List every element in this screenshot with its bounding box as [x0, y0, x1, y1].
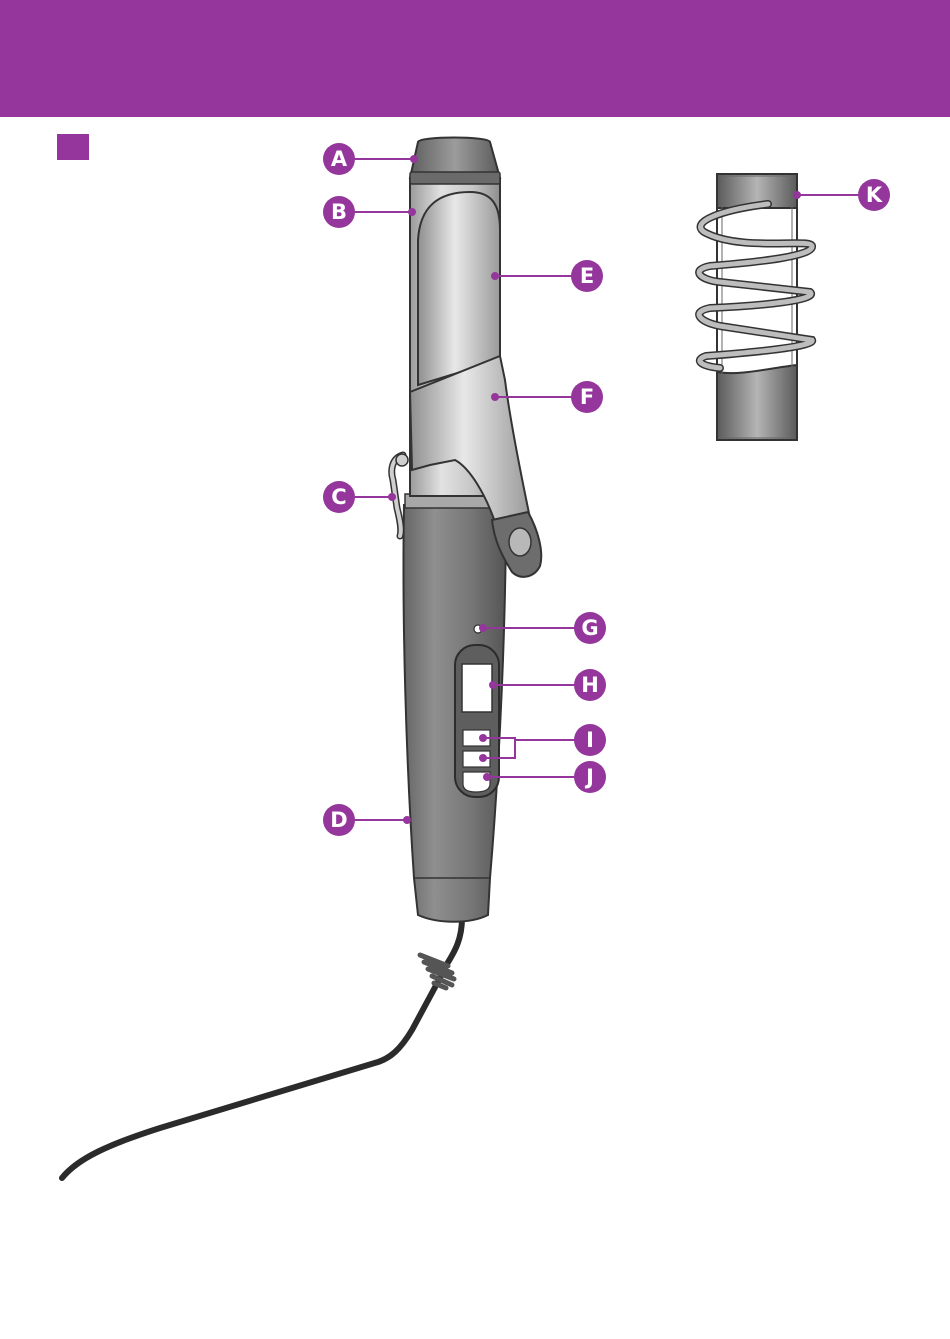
callout-d-label: D — [330, 808, 347, 832]
callout-d: D — [323, 804, 355, 836]
temperature-display — [462, 664, 492, 712]
callout-b-label: B — [331, 200, 347, 224]
callout-f-label: F — [580, 385, 594, 409]
power-cord — [62, 918, 462, 1178]
callout-c: C — [323, 481, 355, 513]
callout-h-label: H — [581, 673, 599, 697]
callout-i-label: I — [586, 728, 594, 752]
callout-j-label: J — [584, 765, 594, 789]
callout-e-label: E — [580, 264, 594, 288]
callout-g: G — [574, 612, 606, 644]
callout-g-label: G — [581, 616, 598, 640]
callout-j: J — [574, 761, 606, 793]
callout-e: E — [571, 260, 603, 292]
storage-stand — [699, 174, 812, 440]
controls — [455, 625, 499, 797]
callout-a: A — [323, 143, 355, 175]
callout-h: H — [574, 669, 606, 701]
callout-i: I — [574, 724, 606, 756]
callout-f: F — [571, 381, 603, 413]
callout-k-label: K — [866, 183, 883, 207]
callout-b: B — [323, 196, 355, 228]
callout-k: K — [858, 179, 890, 211]
callout-a-label: A — [331, 147, 348, 171]
callout-c-label: C — [331, 485, 346, 509]
cool-tip — [410, 138, 500, 185]
